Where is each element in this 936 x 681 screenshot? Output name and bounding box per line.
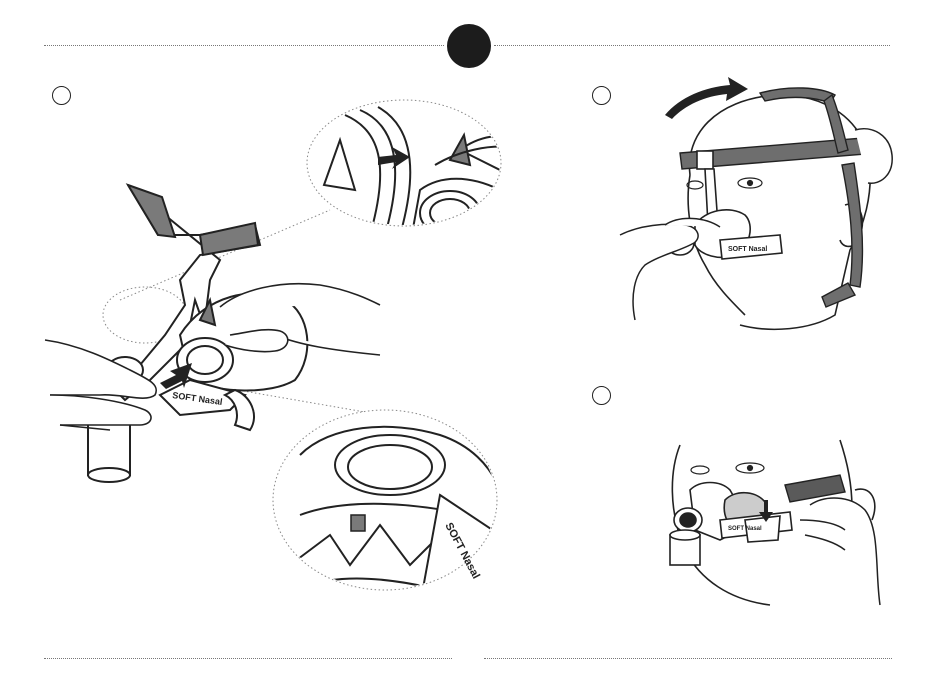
fitting-headgear-svg: SOFT Nasal (610, 75, 910, 345)
mask-assembly-svg: SOFT Nasal (40, 95, 510, 605)
hand-bottom (800, 498, 880, 605)
right-top-brand-label: SOFT Nasal (728, 246, 767, 253)
fitting-headgear-illustration: SOFT Nasal (610, 75, 910, 345)
mask-assembly-illustration: SOFT Nasal (40, 95, 510, 605)
step-marker-3 (592, 386, 611, 405)
top-rule-right (494, 45, 890, 46)
left-hand (45, 340, 156, 430)
eyes-bottom (691, 463, 764, 474)
step-marker-2 (592, 86, 611, 105)
right-bottom-brand-label: SOFT Nasal (728, 526, 762, 532)
bottom-rule-right (484, 658, 892, 659)
detail-inset-top (307, 100, 510, 245)
page-number-badge (447, 24, 491, 68)
top-rule-left (44, 45, 444, 46)
adjusting-clip-svg: SOFT Nasal (640, 430, 890, 635)
adjusting-clip-illustration: SOFT Nasal (640, 430, 890, 635)
detail-inset-bottom: SOFT Nasal (273, 410, 500, 605)
bottom-rule-left (44, 658, 452, 659)
